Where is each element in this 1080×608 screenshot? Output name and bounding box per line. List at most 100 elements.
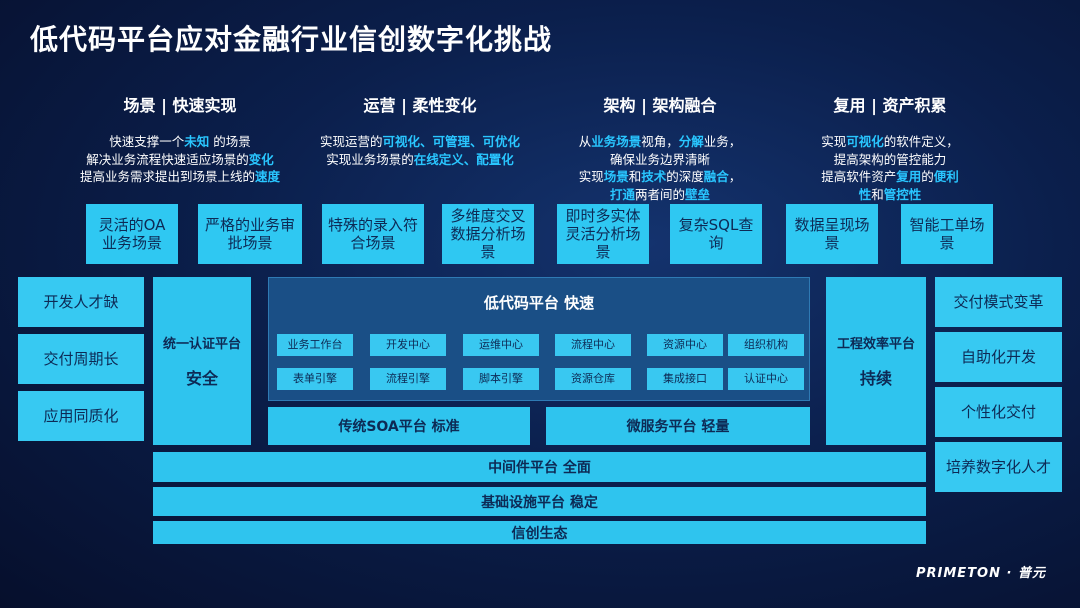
outcome-item: 自助化开发: [935, 332, 1062, 382]
desc-line: 确保业务边界清晰: [530, 151, 790, 169]
desc-text: 的软件定义，: [883, 134, 959, 149]
desc-text: 实现: [821, 134, 847, 149]
desc-highlight: 打通: [609, 186, 635, 202]
outcome-item: 培养数字化人才: [935, 442, 1062, 492]
scene-card: 多维度交叉数据分析场景: [442, 204, 534, 264]
eff-platform: 工程效率平台 持续: [826, 277, 926, 445]
desc-highlight: 变化: [248, 151, 274, 167]
desc-highlight: 管控性: [883, 186, 922, 202]
desc-reuse: 实现可视化的软件定义，提高架构的管控能力提高软件资产复用的便利性和管控性: [760, 133, 1020, 203]
header-arch: 架构 | 架构融合: [603, 96, 717, 115]
desc-text: 业务，: [703, 134, 742, 149]
desc-text: 确保业务边界清晰: [609, 151, 710, 167]
desc-text: 实现: [578, 169, 604, 184]
desc-highlight: 在线定义、配置化: [413, 151, 514, 167]
desc-highlight: 可视化、可管理、可优化: [382, 134, 521, 149]
header-scene: 场景 | 快速实现: [123, 96, 237, 115]
desc-highlight: 壁垒: [685, 186, 711, 202]
eff-platform-title: 工程效率平台: [836, 337, 915, 352]
ecosystem-layer: 信创生态: [153, 521, 926, 544]
desc-line: 实现场景和技术的深度融合，: [530, 168, 790, 186]
brand-logo: PRIMETON · 普元: [916, 566, 1046, 581]
lowcode-title: 低代码平台 快速: [483, 294, 595, 312]
page-title: 低代码平台应对金融行业信创数字化挑战: [30, 23, 553, 56]
desc-text: 提高软件资产: [821, 169, 897, 184]
module-chip: 表单引擎: [277, 368, 353, 390]
auth-platform-sub: 安全: [185, 369, 218, 388]
desc-text: 和: [628, 169, 642, 184]
desc-highlight: 技术: [641, 169, 667, 184]
header-ops: 运营 | 柔性变化: [363, 96, 477, 115]
desc-line: 提高软件资产复用的便利: [760, 168, 1020, 186]
desc-highlight: 融合: [703, 169, 729, 184]
module-chip: 资源中心: [647, 334, 723, 356]
outcome-item: 交付模式变革: [935, 277, 1062, 327]
desc-highlight: 可视化: [846, 134, 884, 149]
desc-text: 的场景: [209, 134, 251, 149]
microservice-platform: 微服务平台 轻量: [546, 407, 810, 445]
desc-scene: 快速支撑一个未知 的场景解决业务流程快速适应场景的变化提高业务需求提出到场景上线…: [50, 133, 310, 186]
desc-ops: 实现运营的可视化、可管理、可优化实现业务场景的在线定义、配置化: [290, 133, 550, 168]
desc-text: 实现业务场景的: [326, 151, 414, 167]
scene-card: 数据呈现场景: [786, 204, 878, 264]
scene-card: 严格的业务审批场景: [198, 204, 302, 264]
desc-line: 打通两者间的壁垒: [530, 186, 790, 204]
desc-text: 实现运营的: [319, 134, 383, 149]
auth-platform-title: 统一认证平台: [162, 337, 241, 352]
header-reuse: 复用 | 资产积累: [833, 96, 947, 115]
desc-text: 和: [871, 186, 884, 202]
middleware-layer: 中间件平台 全面: [153, 452, 926, 482]
module-chip: 脚本引擎: [463, 368, 539, 390]
desc-line: 提高业务需求提出到场景上线的速度: [50, 168, 310, 186]
desc-highlight: 场景: [603, 169, 629, 184]
desc-highlight: 复用: [896, 169, 922, 184]
desc-text: 解决业务流程快速适应场景的: [86, 151, 249, 167]
desc-line: 性和管控性: [760, 186, 1020, 204]
auth-platform: 统一认证平台 安全: [153, 277, 251, 445]
desc-text: 视角，: [641, 134, 679, 149]
scene-card: 特殊的录入符合场景: [322, 204, 424, 264]
module-chip: 资源仓库: [555, 368, 631, 390]
soa-platform: 传统SOA平台 标准: [268, 407, 530, 445]
module-chip: 集成接口: [647, 368, 723, 390]
module-chip: 开发中心: [370, 334, 446, 356]
outcome-item: 个性化交付: [935, 387, 1062, 437]
desc-line: 实现运营的可视化、可管理、可优化: [290, 133, 550, 151]
problem-item: 开发人才缺: [18, 277, 144, 327]
module-chip: 运维中心: [463, 334, 539, 356]
scene-card: 智能工单场景: [901, 204, 993, 264]
desc-line: 实现可视化的软件定义，: [760, 133, 1020, 151]
desc-line: 提高架构的管控能力: [760, 151, 1020, 169]
desc-line: 实现业务场景的在线定义、配置化: [290, 151, 550, 169]
infrastructure-layer: 基础设施平台 稳定: [153, 487, 926, 516]
module-chip: 流程引擎: [370, 368, 446, 390]
desc-highlight: 分解: [678, 134, 704, 149]
desc-line: 从业务场景视角，分解业务，: [530, 133, 790, 151]
desc-text: 从: [578, 134, 592, 149]
desc-text: 的: [921, 169, 934, 184]
desc-text: 提高业务需求提出到场景上线的: [79, 169, 255, 184]
module-chip: 认证中心: [728, 368, 804, 390]
desc-highlight: 未知: [184, 134, 210, 149]
desc-text: 快速支撑一个: [109, 134, 185, 149]
desc-text: 提高架构的管控能力: [833, 151, 947, 167]
scene-card: 灵活的OA业务场景: [86, 204, 178, 264]
desc-text: 两者间的: [634, 186, 685, 202]
desc-highlight: 性: [858, 186, 872, 202]
scene-card: 即时多实体灵活分析场景: [557, 204, 649, 264]
desc-line: 解决业务流程快速适应场景的变化: [50, 151, 310, 169]
module-chip: 组织机构: [728, 334, 804, 356]
desc-line: 快速支撑一个未知 的场景: [50, 133, 310, 151]
desc-arch: 从业务场景视角，分解业务，确保业务边界清晰实现场景和技术的深度融合，打通两者间的…: [530, 133, 790, 203]
desc-highlight: 便利: [933, 169, 959, 184]
desc-highlight: 业务场景: [591, 134, 642, 149]
desc-text: 的深度: [666, 169, 704, 184]
problem-item: 交付周期长: [18, 334, 144, 384]
scene-card: 复杂SQL查询: [670, 204, 762, 264]
module-chip: 业务工作台: [277, 334, 353, 356]
eff-platform-sub: 持续: [859, 369, 892, 388]
desc-text: ，: [728, 169, 742, 184]
desc-highlight: 速度: [255, 169, 281, 184]
module-chip: 流程中心: [555, 334, 631, 356]
problem-item: 应用同质化: [18, 391, 144, 441]
